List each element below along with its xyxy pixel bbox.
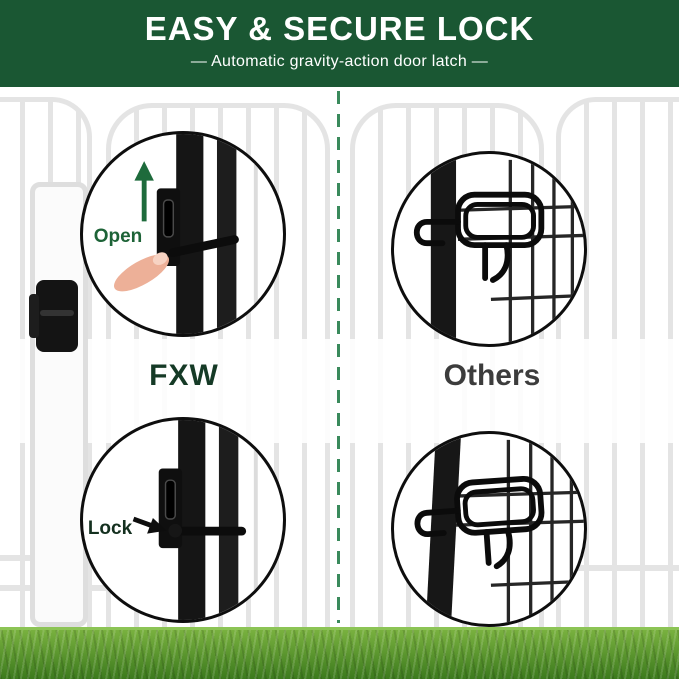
gate-post (30, 182, 88, 627)
others-wire-latch-illustration (413, 154, 584, 344)
others-latch-circle-bottom (391, 431, 587, 627)
wire-latch-icon (413, 191, 545, 283)
fxw-open-latch-circle: Open (80, 131, 286, 337)
wire-latch-icon (414, 475, 545, 570)
fxw-open-latch-illustration (113, 134, 258, 334)
fence-post-bar (430, 154, 457, 344)
gate-frame-bar (176, 134, 204, 334)
fence-rail (548, 565, 679, 571)
fence-frame-bar (216, 134, 237, 334)
banner-subtitle: — Automatic gravity-action door latch — (190, 53, 489, 70)
open-label: Open (93, 226, 143, 247)
lock-label: Lock (87, 518, 133, 539)
fence-wires (455, 435, 584, 624)
others-latch-circle-top (391, 151, 587, 347)
comparison-area: Open Lock (0, 87, 679, 627)
grass (0, 627, 679, 679)
latch-pivot (168, 523, 183, 538)
banner-title: EASY & SECURE LOCK (144, 10, 535, 47)
fence-frame-bar (218, 420, 239, 620)
latch-pin-lifted (168, 235, 239, 258)
up-arrow-head (134, 161, 154, 181)
banner: EASY & SECURE LOCK — Automatic gravity-a… (0, 0, 679, 87)
latch-slot (162, 199, 175, 238)
brand-label-fxw: FXW (149, 359, 219, 392)
latch-pin-locked (170, 526, 247, 536)
latch-arrow-head (147, 518, 167, 534)
finger-pointer-icon (113, 252, 170, 292)
divider-dashed-line (337, 91, 340, 623)
hinge-icon (29, 280, 78, 352)
fxw-locked-latch-circle: Lock (80, 417, 286, 623)
others-wire-latch-illustration (414, 434, 584, 624)
gate-frame-bar (178, 420, 206, 620)
fxw-locked-latch-illustration (132, 420, 258, 620)
brand-label-others: Others (443, 359, 541, 392)
fence-wires (457, 155, 584, 344)
latch-slot (164, 479, 176, 520)
fence-post-bar (425, 434, 462, 624)
